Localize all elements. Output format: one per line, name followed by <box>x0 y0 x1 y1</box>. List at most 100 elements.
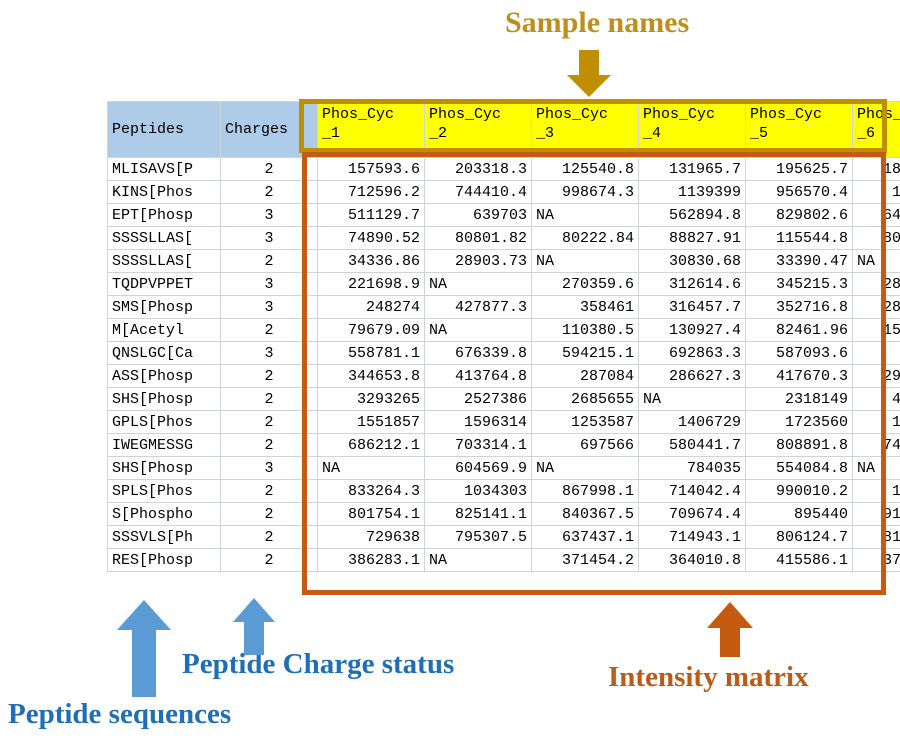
intensity-cell[interactable]: 913974.4 <box>852 502 900 526</box>
intensity-cell[interactable]: NA <box>424 318 532 342</box>
peptide-sequence-cell[interactable]: SSSSLLAS[ <box>107 226 221 250</box>
intensity-cell[interactable]: 270359.6 <box>531 272 639 296</box>
intensity-cell[interactable]: 806124.7 <box>745 525 853 549</box>
intensity-cell[interactable]: 110380.5 <box>531 318 639 342</box>
column-header-sample-4[interactable]: Phos_Cyc _4 <box>638 101 746 158</box>
intensity-cell[interactable]: 511129.7 <box>317 203 425 227</box>
peptide-sequence-cell[interactable]: SSSVLS[Ph <box>107 525 221 549</box>
intensity-cell[interactable]: 714042.4 <box>638 479 746 503</box>
intensity-cell[interactable]: 712596.2 <box>317 180 425 204</box>
peptide-charge-cell[interactable]: 2 <box>220 387 318 411</box>
intensity-cell[interactable]: 784035 <box>638 456 746 480</box>
peptide-charge-cell[interactable]: 2 <box>220 249 318 273</box>
intensity-cell[interactable]: NA <box>317 456 425 480</box>
intensity-cell[interactable]: 352716.8 <box>745 295 853 319</box>
column-header-charges[interactable]: Charges <box>220 101 318 158</box>
intensity-cell[interactable]: 248274 <box>317 295 425 319</box>
intensity-cell[interactable]: 130927.4 <box>638 318 746 342</box>
intensity-cell[interactable]: 287084 <box>531 364 639 388</box>
intensity-cell[interactable]: 371454.2 <box>531 548 639 572</box>
column-header-sample-1[interactable]: Phos_Cyc _1 <box>317 101 425 158</box>
peptide-sequence-cell[interactable]: SMS[Phosp <box>107 295 221 319</box>
intensity-cell[interactable]: 3293265 <box>317 387 425 411</box>
intensity-cell[interactable]: 587093.6 <box>745 341 853 365</box>
intensity-cell[interactable]: 79679.09 <box>317 318 425 342</box>
intensity-cell[interactable]: 203318.3 <box>424 157 532 181</box>
intensity-cell[interactable]: 692863.3 <box>638 341 746 365</box>
intensity-cell[interactable]: 427877.3 <box>424 295 532 319</box>
intensity-cell[interactable]: 364010.8 <box>638 548 746 572</box>
peptide-charge-cell[interactable]: 3 <box>220 341 318 365</box>
intensity-cell[interactable]: 1253587 <box>531 410 639 434</box>
intensity-cell[interactable]: 697566 <box>531 433 639 457</box>
intensity-cell[interactable]: 157593.6 <box>317 157 425 181</box>
intensity-cell[interactable]: 2318149 <box>745 387 853 411</box>
intensity-cell[interactable]: 33390.47 <box>745 249 853 273</box>
intensity-cell[interactable]: 195625.7 <box>745 157 853 181</box>
peptide-sequence-cell[interactable]: EPT[Phosp <box>107 203 221 227</box>
intensity-cell[interactable]: 1120046 <box>852 180 900 204</box>
intensity-cell[interactable]: 284286.5 <box>852 272 900 296</box>
intensity-cell[interactable]: 131965.7 <box>638 157 746 181</box>
intensity-cell[interactable]: 756873 <box>852 341 900 365</box>
intensity-cell[interactable]: 30830.68 <box>638 249 746 273</box>
intensity-cell[interactable]: 373595.6 <box>852 548 900 572</box>
intensity-cell[interactable]: 818071.6 <box>852 525 900 549</box>
intensity-cell[interactable]: 833264.3 <box>317 479 425 503</box>
intensity-cell[interactable]: 286627.3 <box>638 364 746 388</box>
intensity-cell[interactable]: 80222.84 <box>531 226 639 250</box>
peptide-sequence-cell[interactable]: KINS[Phos <box>107 180 221 204</box>
intensity-cell[interactable]: 88827.91 <box>638 226 746 250</box>
intensity-cell[interactable]: 686212.1 <box>317 433 425 457</box>
intensity-cell[interactable]: 729638 <box>317 525 425 549</box>
intensity-cell[interactable]: 637437.1 <box>531 525 639 549</box>
column-header-sample-5[interactable]: Phos_Cyc _5 <box>745 101 853 158</box>
intensity-cell[interactable]: NA <box>852 249 900 273</box>
intensity-cell[interactable]: NA <box>531 203 639 227</box>
column-header-sample-2[interactable]: Phos_Cyc _2 <box>424 101 532 158</box>
intensity-cell[interactable]: 956570.4 <box>745 180 853 204</box>
peptide-charge-cell[interactable]: 2 <box>220 433 318 457</box>
intensity-cell[interactable]: 795307.5 <box>424 525 532 549</box>
peptide-sequence-cell[interactable]: SSSSLLAS[ <box>107 249 221 273</box>
intensity-cell[interactable]: 1551857 <box>317 410 425 434</box>
intensity-cell[interactable]: 867998.1 <box>531 479 639 503</box>
intensity-cell[interactable]: 554084.8 <box>745 456 853 480</box>
peptide-sequence-cell[interactable]: RES[Phosp <box>107 548 221 572</box>
peptide-sequence-cell[interactable]: GPLS[Phos <box>107 410 221 434</box>
intensity-cell[interactable]: 829802.6 <box>745 203 853 227</box>
peptide-charge-cell[interactable]: 2 <box>220 157 318 181</box>
intensity-cell[interactable]: 2685655 <box>531 387 639 411</box>
peptide-charge-cell[interactable]: 3 <box>220 226 318 250</box>
column-header-peptides[interactable]: Peptides <box>107 101 221 158</box>
intensity-cell[interactable]: 1034303 <box>424 479 532 503</box>
intensity-cell[interactable]: 745552.6 <box>852 433 900 457</box>
intensity-cell[interactable]: NA <box>852 456 900 480</box>
intensity-cell[interactable]: NA <box>531 249 639 273</box>
intensity-cell[interactable]: NA <box>531 456 639 480</box>
intensity-cell[interactable]: 808891.8 <box>745 433 853 457</box>
peptide-charge-cell[interactable]: 2 <box>220 180 318 204</box>
intensity-cell[interactable]: 895440 <box>745 502 853 526</box>
column-header-sample-6[interactable]: Phos_Cyc _6 <box>852 101 900 158</box>
peptide-charge-cell[interactable]: 3 <box>220 456 318 480</box>
intensity-cell[interactable]: 295301.9 <box>852 364 900 388</box>
peptide-sequence-cell[interactable]: SHS[Phosp <box>107 456 221 480</box>
intensity-cell[interactable]: 125540.8 <box>531 157 639 181</box>
intensity-cell[interactable]: 998674.3 <box>531 180 639 204</box>
intensity-cell[interactable]: 990010.2 <box>745 479 853 503</box>
intensity-cell[interactable]: NA <box>638 387 746 411</box>
intensity-cell[interactable]: 709674.4 <box>638 502 746 526</box>
